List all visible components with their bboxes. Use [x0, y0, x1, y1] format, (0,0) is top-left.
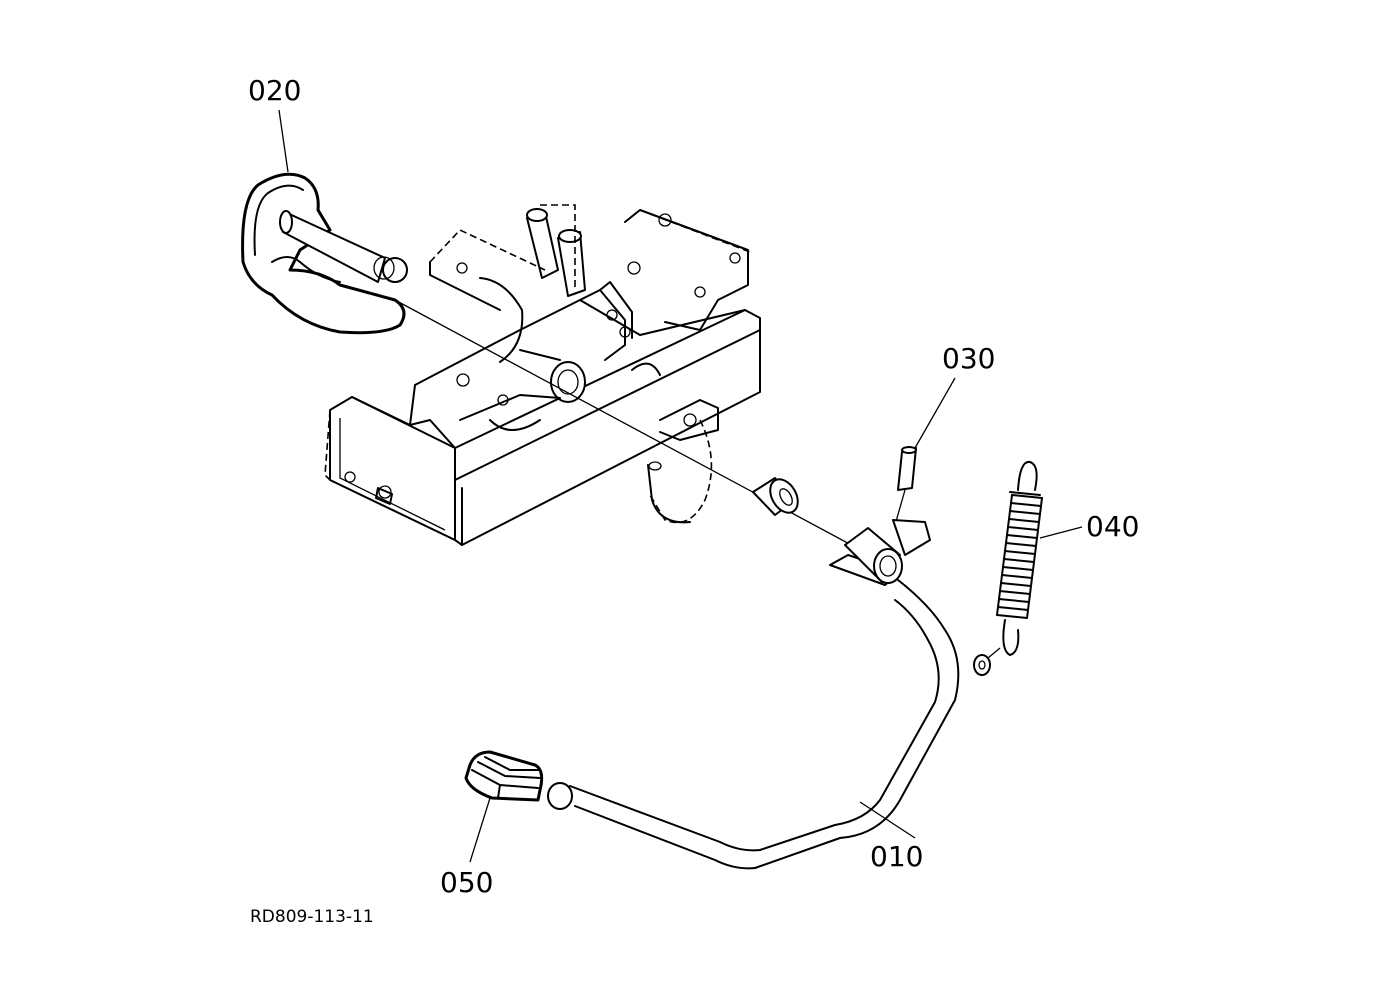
part-030-pin: [894, 377, 956, 526]
label-020: 020: [248, 74, 301, 107]
part-050-pedal-pad: [464, 750, 544, 863]
spring-coils: [996, 494, 1043, 619]
bracket-frame: [324, 204, 761, 546]
label-050: 050: [440, 866, 493, 899]
bushing: [752, 477, 799, 516]
label-040: 040: [1086, 510, 1139, 543]
label-030: 030: [942, 342, 995, 375]
leader-050: [469, 797, 491, 863]
label-010: 010: [870, 840, 923, 873]
part-020-shaft-bracket: [241, 172, 408, 335]
part-010-pedal-arm: [547, 519, 1001, 870]
leader-040: [1039, 526, 1083, 539]
drawing-reference: RD809-113-11: [250, 907, 374, 927]
leader-010: [859, 801, 916, 839]
leader-030: [914, 377, 956, 449]
leader-020: [278, 109, 289, 173]
part-040-spring: [996, 460, 1083, 656]
